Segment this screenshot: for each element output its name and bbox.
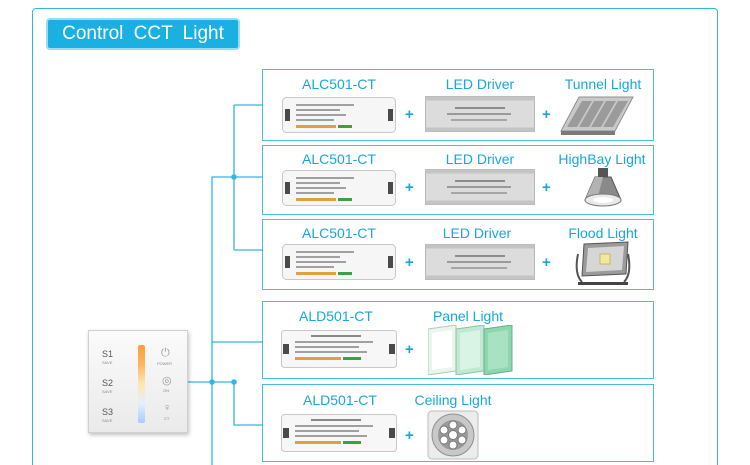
driver-label: LED Driver: [445, 151, 515, 167]
junction-dot: [231, 174, 237, 180]
flood-light-image: [572, 240, 634, 286]
plus-sign: +: [542, 106, 551, 123]
junction-dot: [231, 379, 237, 385]
bulb-icon: ♀: [163, 402, 172, 414]
light-label: Ceiling Light: [414, 392, 492, 408]
junction-dot: [209, 379, 215, 385]
wall-panel-controller: S1 SAVE S2 SAVE S3 SAVE ⏻ POWER ◎ ON ♀ C…: [88, 330, 188, 433]
receiver-label: ALD501-CT: [299, 308, 373, 324]
ceiling-light-image: [427, 410, 479, 460]
receiver-module-image: [281, 330, 397, 368]
panel-light-image: [428, 325, 514, 375]
plus-sign: +: [405, 179, 414, 196]
light-label: HighBay Light: [558, 151, 646, 167]
on-label: ON: [163, 388, 169, 393]
led-driver-image: [425, 96, 535, 132]
power-icon: ⏻: [161, 347, 170, 359]
plus-sign: +: [405, 341, 414, 358]
receiver-label: ALC501-CT: [302, 151, 376, 167]
scene-label: S3: [102, 407, 114, 417]
light-label: Panel Light: [432, 308, 504, 324]
receiver-module-image: [282, 244, 396, 280]
highbay-light-image: [577, 166, 627, 210]
receiver-module-image: [282, 170, 396, 206]
scene-sub-label: SAVE: [102, 360, 113, 365]
diagram-title: Control CCT Light: [46, 18, 240, 50]
scene-sub-label: SAVE: [102, 418, 113, 423]
ct-label: CT: [164, 416, 170, 421]
on-icon: ◎: [162, 375, 172, 387]
scene-sub-label: SAVE: [102, 389, 113, 394]
color-temperature-slider: [138, 345, 145, 423]
plus-sign: +: [542, 179, 551, 196]
receiver-module-image: [281, 414, 397, 452]
trunk-line: [188, 381, 213, 465]
plus-sign: +: [542, 254, 551, 271]
receiver-label: ALD501-CT: [303, 392, 377, 408]
driver-label: LED Driver: [442, 225, 512, 241]
plus-sign: +: [405, 427, 414, 444]
plus-sign: +: [405, 254, 414, 271]
led-driver-image: [425, 244, 535, 280]
led-driver-image: [425, 169, 535, 205]
branch-lower: [212, 381, 262, 426]
branch-upper-vertical: [211, 176, 234, 382]
light-label: Tunnel Light: [564, 76, 642, 92]
scene-label: S1: [102, 349, 114, 359]
receiver-module-image: [282, 97, 396, 133]
driver-label: LED Driver: [445, 76, 515, 92]
receiver-label: ALC501-CT: [302, 225, 376, 241]
tunnel-light-image: [557, 93, 637, 137]
scene-label: S2: [102, 378, 114, 388]
receiver-label: ALC501-CT: [302, 76, 376, 92]
plus-sign: +: [405, 106, 414, 123]
light-label: Flood Light: [568, 225, 638, 241]
power-label: POWER: [157, 361, 173, 366]
